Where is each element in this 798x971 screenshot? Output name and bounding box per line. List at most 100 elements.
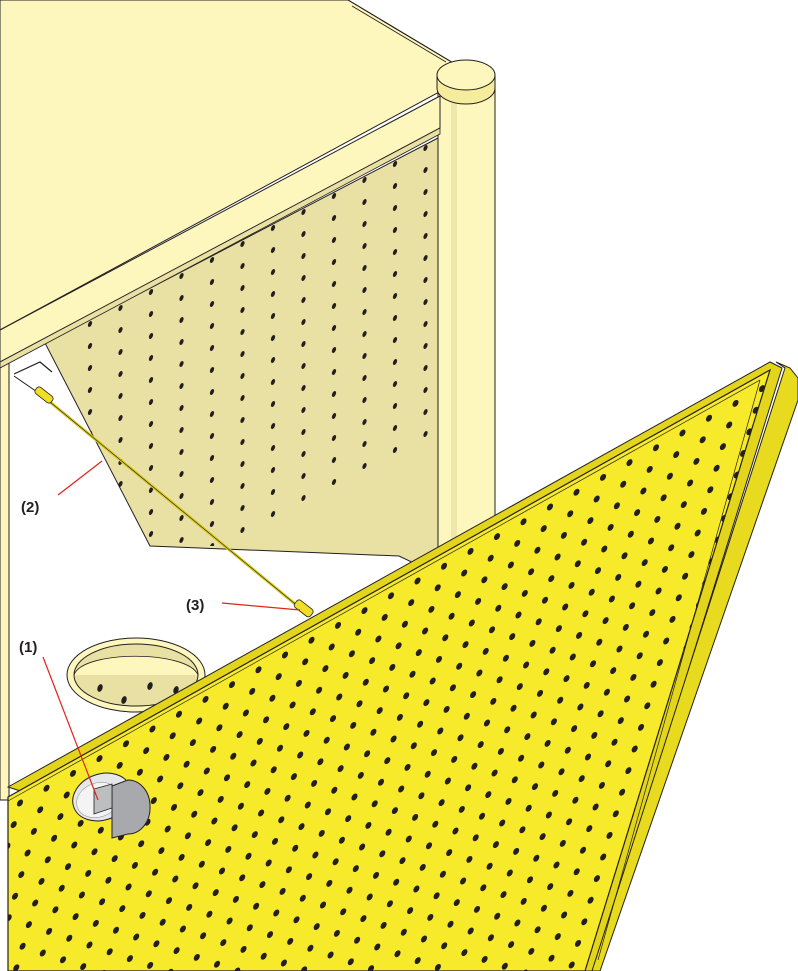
perforation-hole: [567, 889, 574, 897]
perforation-hole: [423, 299, 428, 305]
perforation-hole: [562, 603, 569, 611]
perforation-hole: [209, 257, 215, 263]
perforation-hole: [514, 539, 521, 547]
perforation-hole: [106, 948, 113, 956]
perforation-hole: [500, 891, 507, 899]
perforation-hole: [131, 861, 138, 869]
perforation-hole: [589, 660, 597, 668]
perforation-hole: [350, 721, 357, 729]
perforation-hole: [653, 823, 660, 831]
perforation-hole: [331, 435, 337, 441]
perforation-hole: [410, 742, 417, 750]
perforation-hole: [283, 723, 290, 731]
perforation-hole: [52, 906, 59, 914]
perforation-hole: [441, 942, 448, 950]
perforation-hole: [423, 167, 428, 173]
perforation-hole: [240, 527, 245, 533]
perforation-hole: [641, 559, 648, 567]
perforation-hole: [467, 547, 474, 555]
perforation-hole: [422, 627, 429, 635]
perforation-hole: [327, 951, 334, 959]
perforation-hole: [561, 911, 568, 919]
perforation-hole: [423, 145, 428, 151]
perforation-hole: [592, 803, 599, 811]
perforation-hole: [256, 737, 263, 745]
perforation-hole: [240, 945, 247, 953]
perforation-hole: [518, 754, 525, 762]
perforation-hole: [78, 891, 85, 899]
perforation-hole: [698, 744, 705, 752]
perforation-hole: [143, 747, 150, 755]
perforation-hole: [433, 892, 440, 900]
front-panel: [6, 361, 798, 971]
perforation-hole: [179, 493, 184, 499]
perforation-hole: [270, 489, 276, 495]
perforation-hole: [461, 949, 468, 957]
perforation-hole: [210, 745, 217, 753]
perforation-hole: [507, 561, 514, 569]
perforation-hole: [270, 401, 276, 407]
perforation-hole: [392, 227, 398, 233]
perforation-hole: [234, 967, 241, 971]
perforation-hole: [602, 617, 609, 625]
perforation-hole: [635, 580, 642, 588]
perforation-hole: [487, 934, 494, 942]
perforation-hole: [434, 963, 441, 971]
perforation-hole: [260, 952, 267, 960]
perforation-hole: [202, 695, 209, 703]
perforation-hole: [369, 657, 376, 665]
perforation-hole: [331, 786, 338, 794]
perforation-hole: [179, 405, 184, 411]
perforation-hole: [189, 739, 196, 747]
perforation-hole: [191, 810, 198, 818]
perforation-hole: [148, 355, 154, 361]
perforation-hole: [392, 183, 398, 189]
perforation-hole: [424, 770, 431, 778]
perforation-hole: [376, 707, 383, 715]
perforation-hole: [255, 666, 262, 674]
perforation-hole: [736, 614, 743, 622]
perforation-hole: [157, 775, 164, 783]
perforation-hole: [205, 839, 212, 847]
perforation-hole: [558, 768, 565, 776]
perforation-hole: [357, 771, 364, 779]
perforation-hole: [122, 740, 130, 748]
perforation-hole: [548, 575, 555, 583]
perforation-hole: [626, 459, 633, 467]
perforation-hole: [660, 873, 667, 881]
perforation-hole: [726, 421, 733, 429]
support-cable: [13, 361, 314, 618]
perforation-hole: [299, 894, 306, 902]
perforation-hole: [610, 667, 617, 675]
perforation-hole: [785, 441, 794, 450]
perforation-hole: [249, 687, 256, 695]
perforation-hole: [598, 781, 605, 789]
perforation-hole: [270, 357, 276, 363]
perforation-hole: [646, 845, 653, 853]
perforation-hole: [87, 497, 93, 503]
perforation-hole: [506, 869, 513, 877]
perforation-hole: [434, 584, 441, 592]
perforation-hole: [308, 636, 315, 644]
perforation-hole: [250, 759, 257, 767]
perforation-hole: [87, 475, 93, 481]
perforation-hole: [66, 934, 73, 942]
perforation-hole: [8, 914, 12, 922]
perforation-hole: [538, 761, 545, 769]
perforation-hole: [481, 576, 488, 584]
perforation-hole: [301, 495, 306, 501]
perforation-hole: [398, 785, 405, 793]
perforation-hole: [179, 559, 184, 565]
perforation-hole: [559, 839, 566, 847]
perforation-hole: [295, 679, 302, 687]
perforation-hole: [245, 852, 252, 860]
perforation-hole: [594, 567, 602, 575]
perforation-hole: [239, 874, 246, 882]
perforation-hole: [331, 479, 337, 485]
perforation-hole: [515, 611, 522, 619]
cup-grommet: [66, 637, 206, 713]
perforation-hole: [290, 773, 297, 781]
perforation-hole: [293, 916, 300, 924]
perforation-hole: [694, 529, 701, 537]
perforation-hole: [231, 824, 238, 832]
